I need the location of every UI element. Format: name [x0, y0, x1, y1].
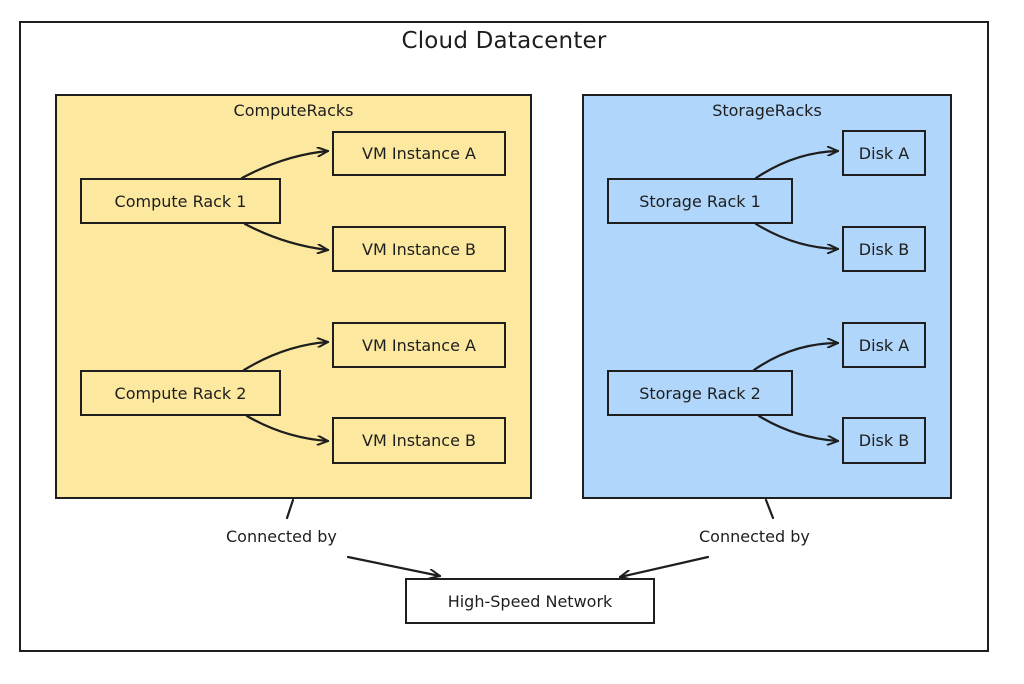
vm-instance-a-node[interactable]: VM Instance A: [332, 131, 506, 176]
storage-rack-2-node[interactable]: Storage Rack 2: [607, 370, 793, 416]
node-label: VM Instance B: [362, 239, 476, 259]
disk-b-node[interactable]: Disk B: [842, 226, 926, 272]
node-label: Storage Rack 1: [639, 191, 761, 211]
node-label: Disk A: [858, 335, 910, 355]
vm-instance-b-node[interactable]: VM Instance B: [332, 417, 506, 464]
diagram-title: Cloud Datacenter: [401, 28, 607, 54]
storage-group-title: StorageRacks: [712, 101, 822, 120]
edge-label-storage: Connected by: [699, 527, 810, 546]
node-label: Storage Rack 2: [639, 383, 761, 403]
node-label: Disk A: [858, 143, 910, 163]
disk-a-node[interactable]: Disk A: [842, 130, 926, 176]
node-label: Compute Rack 1: [114, 191, 247, 211]
disk-b-node[interactable]: Disk B: [842, 417, 926, 464]
edge-label-compute: Connected by: [226, 527, 337, 546]
node-label: VM Instance A: [362, 335, 476, 355]
vm-instance-b-node[interactable]: VM Instance B: [332, 226, 506, 272]
node-label: Compute Rack 2: [114, 383, 247, 403]
compute-rack-1-node[interactable]: Compute Rack 1: [80, 178, 281, 224]
node-label: VM Instance A: [362, 144, 476, 163]
disk-a-node[interactable]: Disk A: [842, 322, 926, 368]
node-label: Disk B: [858, 431, 910, 450]
high-speed-network-node[interactable]: High-Speed Network: [405, 578, 655, 624]
node-label: VM Instance B: [362, 431, 476, 450]
compute-group-title: ComputeRacks: [233, 101, 354, 120]
node-label: High-Speed Network: [447, 591, 613, 611]
node-label: Disk B: [858, 239, 910, 259]
vm-instance-a-node[interactable]: VM Instance A: [332, 322, 506, 368]
compute-rack-2-node[interactable]: Compute Rack 2: [80, 370, 281, 416]
storage-rack-1-node[interactable]: Storage Rack 1: [607, 178, 793, 224]
